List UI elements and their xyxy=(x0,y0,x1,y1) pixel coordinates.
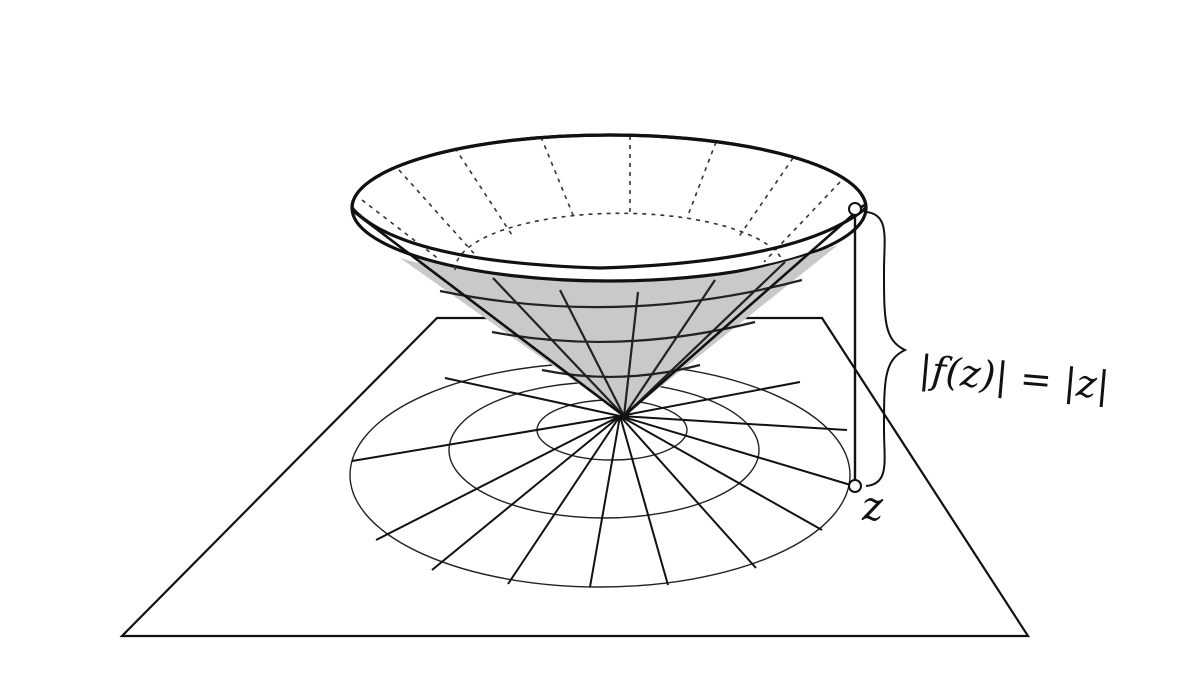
cone-front-surface xyxy=(400,245,838,416)
spoke xyxy=(619,415,757,569)
meridian xyxy=(623,261,786,417)
spoke xyxy=(444,377,621,417)
plane-point-z xyxy=(848,479,862,493)
spoke xyxy=(619,415,823,531)
meridian xyxy=(492,277,625,417)
spoke xyxy=(375,415,621,541)
spoke xyxy=(589,415,621,588)
spoke xyxy=(619,415,855,487)
surface-point xyxy=(848,202,862,216)
latitude-line xyxy=(541,363,701,378)
spoke xyxy=(619,381,801,417)
radial-spokes xyxy=(351,377,855,588)
point-label-z: z xyxy=(861,484,884,530)
meridian xyxy=(623,279,716,417)
cone-meridians xyxy=(492,261,786,417)
meridian-dashed xyxy=(398,169,479,259)
equation-label: |f(z)| = |z| xyxy=(917,347,1111,407)
meridian xyxy=(559,289,625,417)
spoke xyxy=(619,415,669,586)
cone-rim-front xyxy=(350,206,868,270)
spoke xyxy=(431,415,621,571)
cone-rim xyxy=(350,133,868,209)
curly-brace xyxy=(865,211,908,487)
meridian-dashed xyxy=(737,157,794,239)
interior-circle-dashed xyxy=(454,212,786,271)
cone-edge-right xyxy=(623,204,865,417)
spoke xyxy=(351,415,621,462)
meridian-dashed xyxy=(361,199,441,261)
meridian xyxy=(622,291,640,417)
cone-edge-left xyxy=(353,210,625,418)
spoke xyxy=(507,415,621,585)
spoke xyxy=(619,415,848,431)
